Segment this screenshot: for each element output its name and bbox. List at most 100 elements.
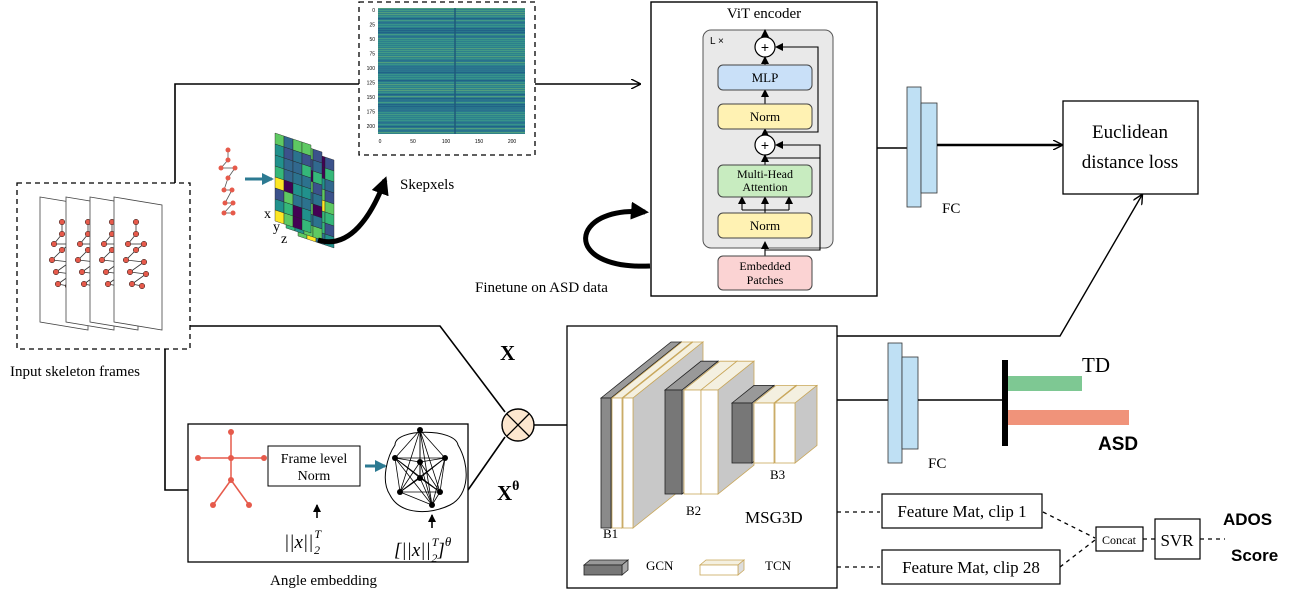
- graph-node: [417, 459, 423, 465]
- heatmap-row: [378, 30, 525, 32]
- slab-face: [731, 402, 753, 464]
- x-tick-label: 100: [442, 139, 451, 145]
- y-tick-label: 200: [367, 124, 376, 130]
- vit-add-bottom: [754, 134, 776, 156]
- heatmap-row: [378, 110, 525, 112]
- vit-mlp-block: [717, 64, 813, 91]
- heatmap-row: [378, 32, 525, 34]
- heatmap-row: [378, 68, 525, 70]
- vit-add-bottom-symbol: +: [761, 137, 769, 153]
- heatmap-row: [378, 50, 525, 52]
- heatmap-row: [378, 80, 525, 82]
- euclidean-label-1: Euclidean: [1092, 122, 1168, 143]
- heatmap-row: [378, 108, 525, 110]
- vit-repeat-label: L ×: [710, 36, 724, 47]
- slab-face: [700, 389, 719, 495]
- legend-face: [583, 564, 623, 576]
- joint: [58, 246, 66, 254]
- xyz-y: y: [273, 220, 280, 235]
- heatmap-row: [378, 82, 525, 84]
- heatmap-row: [378, 40, 525, 42]
- heatmap-row: [378, 14, 525, 16]
- fc-bottom-layer-2: [901, 356, 919, 450]
- heatmap-row: [378, 42, 525, 44]
- input-frames-label: Input skeleton frames: [10, 364, 140, 380]
- joint: [225, 147, 231, 153]
- heatmap-row: [378, 128, 525, 130]
- score-label: Score: [1231, 546, 1278, 565]
- fc-top-label: FC: [942, 201, 960, 217]
- heatmap-row: [378, 66, 525, 68]
- y-tick-label: 150: [367, 95, 376, 101]
- joint: [80, 280, 88, 288]
- heatmap-row: [378, 126, 525, 128]
- joint: [104, 280, 112, 288]
- x-tick-label: 50: [410, 139, 416, 145]
- finetune-label: Finetune on ASD data: [475, 280, 608, 296]
- msg3d-blocks: [599, 341, 819, 529]
- legend-top: [698, 559, 746, 566]
- graph-edge: [431, 457, 446, 506]
- frame-level-norm-box: [267, 445, 361, 487]
- skepxel-cell: [301, 218, 312, 234]
- graph-node: [417, 475, 423, 481]
- heatmap-row: [378, 122, 525, 124]
- y-tick-label: 50: [369, 37, 375, 43]
- heatmap-row: [378, 96, 525, 98]
- vit-arrows: [738, 29, 821, 256]
- graph-edge: [419, 429, 446, 459]
- graph-node: [429, 502, 435, 508]
- skeleton-frames: [39, 196, 163, 331]
- heatmap-row: [378, 70, 525, 72]
- heatmap-row: [378, 62, 525, 64]
- concat-box: [1095, 526, 1144, 552]
- heatmap-row: [378, 130, 525, 132]
- heatmap-row: [378, 92, 525, 94]
- joint: [222, 200, 228, 206]
- fc-top-layer-1: [906, 86, 922, 208]
- heatmap-row: [378, 100, 525, 102]
- input-frames-box: [16, 182, 191, 350]
- joint: [195, 455, 201, 461]
- y-tick-label: 0: [372, 8, 375, 14]
- heatmap-row: [378, 120, 525, 122]
- heatmap-row: [378, 74, 525, 76]
- graph-edge: [419, 429, 441, 493]
- slab-face: [622, 397, 634, 529]
- joint: [228, 429, 234, 435]
- graph-edge: [394, 457, 401, 493]
- joint: [232, 165, 238, 171]
- skepxel-stack: [274, 132, 335, 249]
- graph-edge: [439, 457, 446, 493]
- joint: [140, 240, 148, 248]
- heatmap-row: [378, 12, 525, 14]
- bone: [212, 479, 232, 506]
- skepxel-heatmap: [378, 8, 525, 134]
- skepxels-label: Skepxels: [400, 177, 454, 193]
- skepxel-curve-arrow: [317, 176, 389, 245]
- y-tick-label: 175: [367, 110, 376, 116]
- joint: [128, 280, 136, 288]
- graph-edge: [394, 457, 421, 463]
- joint: [132, 230, 140, 238]
- b3-label: B3: [770, 467, 785, 482]
- skepxel-plane: [274, 132, 312, 234]
- vit-attention-block: [717, 164, 813, 198]
- joint: [210, 502, 216, 508]
- joint: [221, 187, 227, 193]
- joint: [78, 268, 86, 276]
- joint: [74, 256, 82, 264]
- vit-norm-top-label: Norm: [750, 109, 780, 124]
- euclidean-label-2: distance loss: [1082, 152, 1179, 173]
- bone: [230, 479, 250, 506]
- joint: [230, 200, 236, 206]
- slab-face: [611, 397, 623, 529]
- fc-bottom-layer-1: [887, 342, 903, 464]
- heatmap-row: [378, 24, 525, 26]
- joint: [229, 187, 235, 193]
- vit-patches-label-2: Patches: [747, 273, 784, 287]
- heatmap-row: [378, 16, 525, 18]
- asd-label: ASD: [1098, 434, 1138, 455]
- y-tick-label: 25: [369, 23, 375, 29]
